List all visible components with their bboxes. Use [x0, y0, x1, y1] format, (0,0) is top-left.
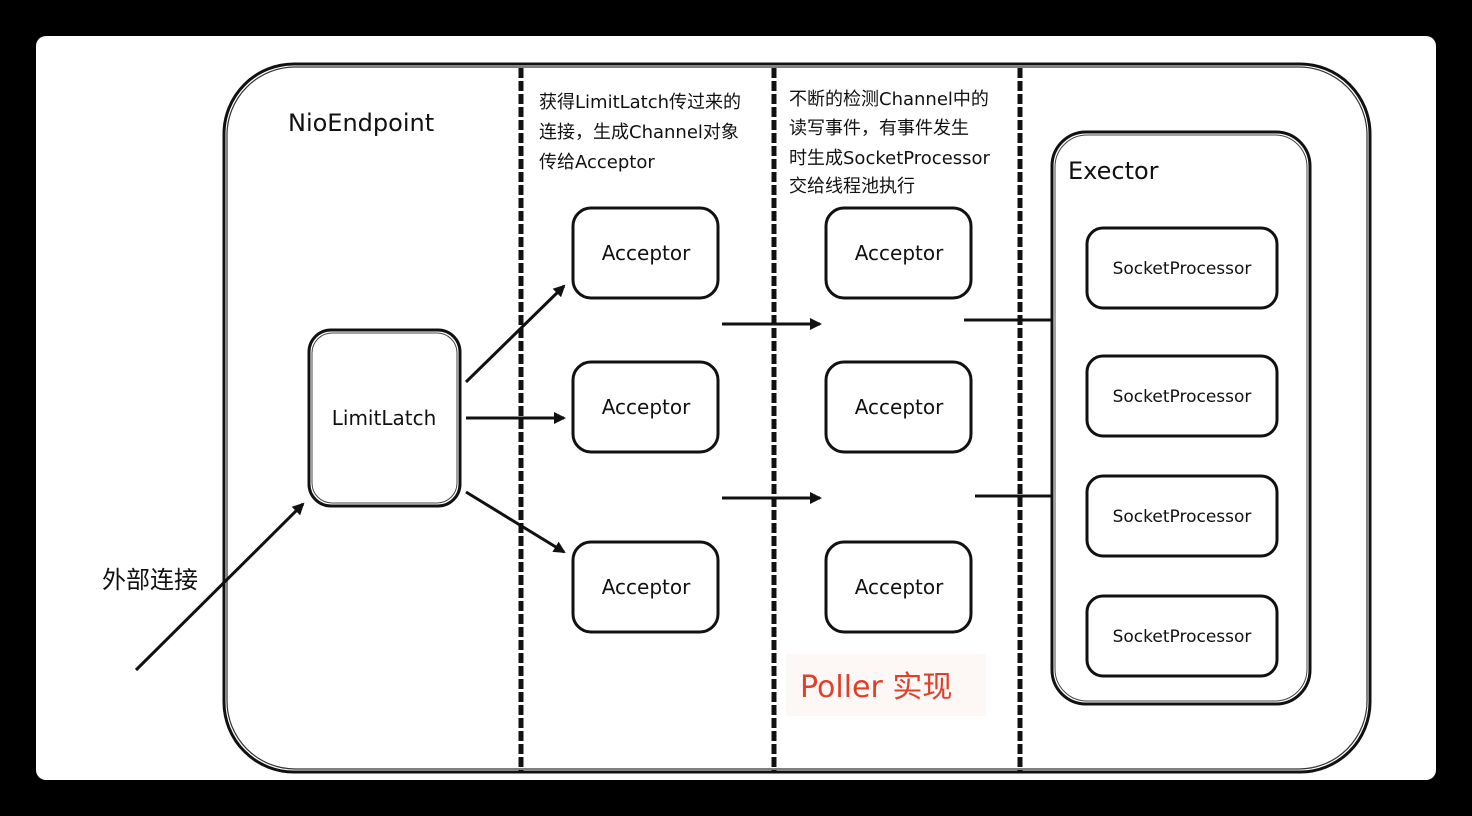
- poller-caption-bg: [786, 654, 986, 716]
- poller-caption: Poller 实现: [800, 670, 952, 705]
- acceptor-note-line-1: 获得LimitLatch传过来的: [539, 92, 741, 113]
- acceptor-column-note: 获得LimitLatch传过来的 连接，生成Channel对象 传给Accept…: [539, 92, 741, 173]
- poller-acceptor-box: Acceptor: [824, 360, 973, 454]
- poller-acceptor-box: Acceptor: [824, 540, 973, 634]
- poller-note-line-1: 不断的检测Channel中的: [789, 89, 989, 110]
- poller-note-line-2: 读写事件，有事件发生: [789, 118, 969, 139]
- poller-acceptor-label: Acceptor: [855, 395, 944, 419]
- socket-processor-label: SocketProcessor: [1113, 387, 1252, 407]
- acceptor-box: Acceptor: [571, 540, 720, 634]
- acceptor-note-line-2: 连接，生成Channel对象: [539, 122, 739, 143]
- socket-processor-label: SocketProcessor: [1113, 627, 1252, 647]
- limitlatch-to-acceptor-arrows: [464, 284, 566, 554]
- limitlatch-box: LimitLatch: [307, 328, 462, 508]
- socket-processor-box: SocketProcessor: [1085, 226, 1279, 310]
- acceptor-label: Acceptor: [602, 395, 691, 419]
- socket-processor-label: SocketProcessor: [1113, 507, 1252, 527]
- acceptor-label: Acceptor: [602, 241, 691, 265]
- acceptor-label: Acceptor: [602, 575, 691, 599]
- acceptor-note-line-3: 传给Acceptor: [539, 152, 655, 173]
- socket-processor-label: SocketProcessor: [1113, 259, 1252, 279]
- acceptor-box: Acceptor: [571, 206, 720, 300]
- poller-acceptor-label: Acceptor: [855, 241, 944, 265]
- nioendpoint-title: NioEndpoint: [288, 109, 434, 137]
- poller-note-line-4: 交给线程池执行: [789, 176, 915, 197]
- socket-processor-box: SocketProcessor: [1085, 594, 1279, 678]
- poller-note-line-3: 时生成SocketProcessor: [789, 148, 991, 169]
- acceptor-to-poller-arrows: [722, 318, 822, 504]
- external-arrow: [134, 502, 305, 672]
- poller-acceptor-box: Acceptor: [824, 206, 973, 300]
- column-dividers: [518, 68, 1023, 772]
- executor-title: Exector: [1068, 157, 1159, 185]
- external-connection-label: 外部连接: [102, 566, 198, 594]
- nioendpoint-container: [222, 62, 1372, 774]
- poller-acceptor-label: Acceptor: [855, 575, 944, 599]
- acceptor-box: Acceptor: [571, 360, 720, 454]
- limitlatch-label: LimitLatch: [332, 406, 437, 430]
- socket-processor-box: SocketProcessor: [1085, 474, 1279, 558]
- poller-column-note: 不断的检测Channel中的 读写事件，有事件发生 时生成SocketProce…: [789, 89, 991, 197]
- socket-processor-box: SocketProcessor: [1085, 354, 1279, 438]
